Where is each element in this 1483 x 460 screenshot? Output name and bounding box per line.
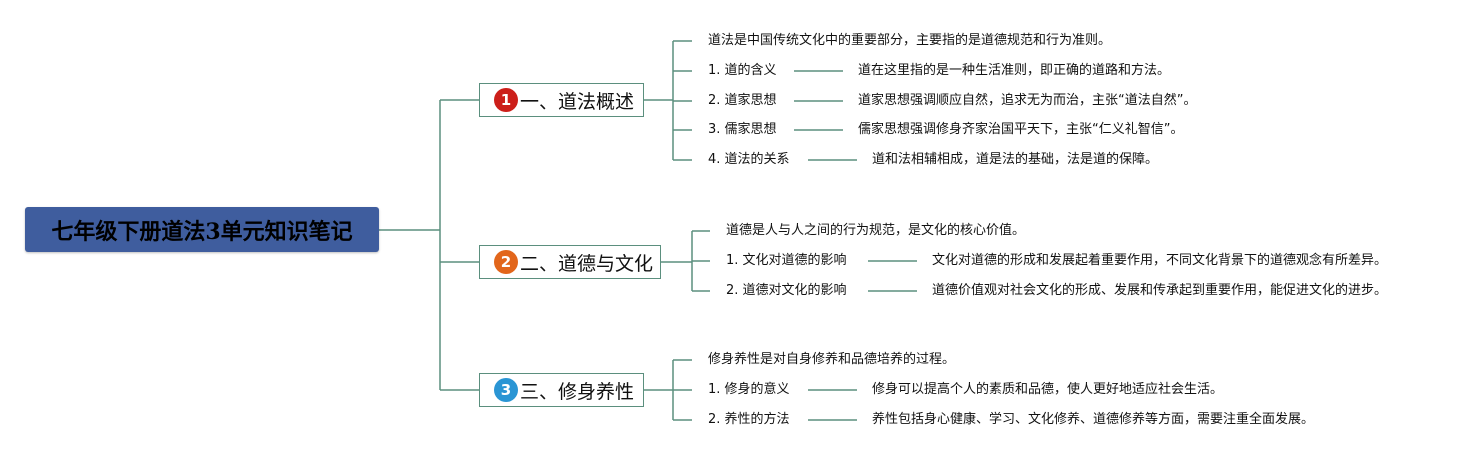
branch-1-item-2-detail: 道家思想强调顺应自然，追求无为而治，主张“道法自然”。 [858,93,1197,108]
branch-3-item-1-detail: 修身可以提高个人的素质和品德，使人更好地适应社会生活。 [872,382,1224,397]
branch-3-item-2-detail: 养性包括身心健康、学习、文化修养、道德修养等方面，需要注重全面发展。 [872,412,1315,427]
number-badge-icon: 2 [494,250,518,274]
branch-2-item-1-label: 1. 文化对道德的影响 [726,253,847,268]
branch-1-item-2-label: 2. 道家思想 [708,93,777,108]
branch-1-item-1-detail: 道在这里指的是一种生活准则，即正确的道路和方法。 [858,63,1171,78]
branch-3-item-1-label: 1. 修身的意义 [708,382,790,397]
branch-node-2[interactable]: 2 二、道德与文化 [479,245,661,279]
branch-3-item-2-label: 2. 养性的方法 [708,412,790,427]
root-title: 七年级下册道法3单元知识笔记 [51,218,353,245]
branch-1-item-4-label: 4. 道法的关系 [708,152,790,167]
root-node[interactable]: 七年级下册道法3单元知识笔记 [25,207,379,252]
branch-3-intro: 修身养性是对自身修养和品德培养的过程。 [708,352,956,367]
branch-label: 三、修身养性 [520,380,635,403]
branch-node-1[interactable]: 1 一、道法概述 [479,83,644,117]
branch-1-item-3-label: 3. 儒家思想 [708,122,777,137]
number-badge-icon: 1 [494,88,518,112]
branch-2-intro: 道德是人与人之间的行为规范，是文化的核心价值。 [726,223,1026,238]
branch-1-item-3-detail: 儒家思想强调修身齐家治国平天下，主张“仁义礼智信”。 [858,122,1184,137]
branch-1-intro: 道法是中国传统文化中的重要部分，主要指的是道德规范和行为准则。 [708,33,1112,48]
number-badge-icon: 3 [494,378,518,402]
branch-2-item-1-detail: 文化对道德的形成和发展起着重要作用，不同文化背景下的道德观念有所差异。 [932,253,1388,268]
branch-node-3[interactable]: 3 三、修身养性 [479,373,644,407]
branch-2-item-2-detail: 道德价值观对社会文化的形成、发展和传承起到重要作用，能促进文化的进步。 [932,283,1388,298]
branch-1-item-4-detail: 道和法相辅相成，道是法的基础，法是道的保障。 [872,152,1159,167]
branch-label: 一、道法概述 [520,90,635,113]
branch-1-item-1-label: 1. 道的含义 [708,63,777,78]
branch-label: 二、道德与文化 [520,252,654,275]
branch-2-item-2-label: 2. 道德对文化的影响 [726,283,847,298]
